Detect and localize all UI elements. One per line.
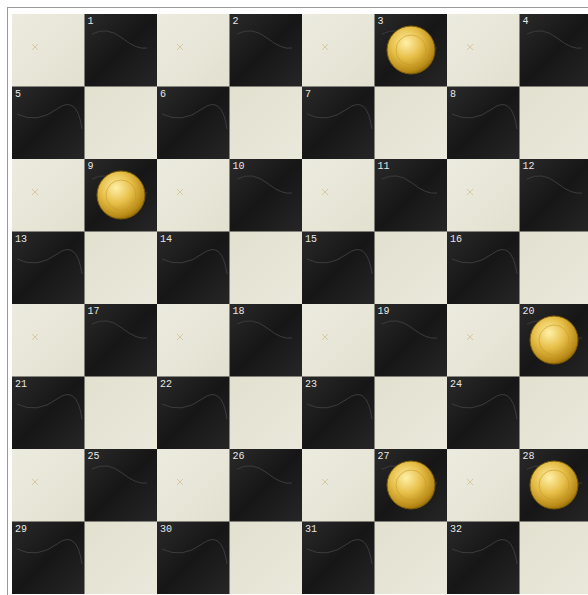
square-number: 20 — [523, 306, 535, 317]
square-number: 30 — [160, 524, 172, 535]
square-number: 23 — [305, 379, 317, 390]
square-number: 2 — [233, 16, 239, 27]
square-number: 26 — [233, 451, 245, 462]
square-number: 1 — [88, 16, 94, 27]
square-number: 11 — [378, 161, 390, 172]
square-number: 9 — [88, 161, 94, 172]
square-number: 14 — [160, 234, 172, 245]
square-number: 32 — [450, 524, 462, 535]
square-number: 6 — [160, 89, 166, 100]
square-number: 15 — [305, 234, 317, 245]
square-number: 22 — [160, 379, 172, 390]
square-number: 27 — [378, 451, 390, 462]
square-number: 16 — [450, 234, 462, 245]
square-number: 7 — [305, 89, 311, 100]
square-number: 24 — [450, 379, 462, 390]
square-number: 18 — [233, 306, 245, 317]
square-number: 29 — [15, 524, 27, 535]
square-number: 4 — [523, 16, 529, 27]
square-number: 3 — [378, 16, 384, 27]
square-number: 19 — [378, 306, 390, 317]
square-number: 8 — [450, 89, 456, 100]
square-number: 31 — [305, 524, 317, 535]
square-number: 13 — [15, 234, 27, 245]
square-number: 21 — [15, 379, 27, 390]
square-number: 28 — [523, 451, 535, 462]
square-number: 25 — [88, 451, 100, 462]
checker-pieces — [97, 26, 578, 509]
square-number: 5 — [15, 89, 21, 100]
square-number: 17 — [88, 306, 100, 317]
square-number: 12 — [523, 161, 535, 172]
square-number: 10 — [233, 161, 245, 172]
